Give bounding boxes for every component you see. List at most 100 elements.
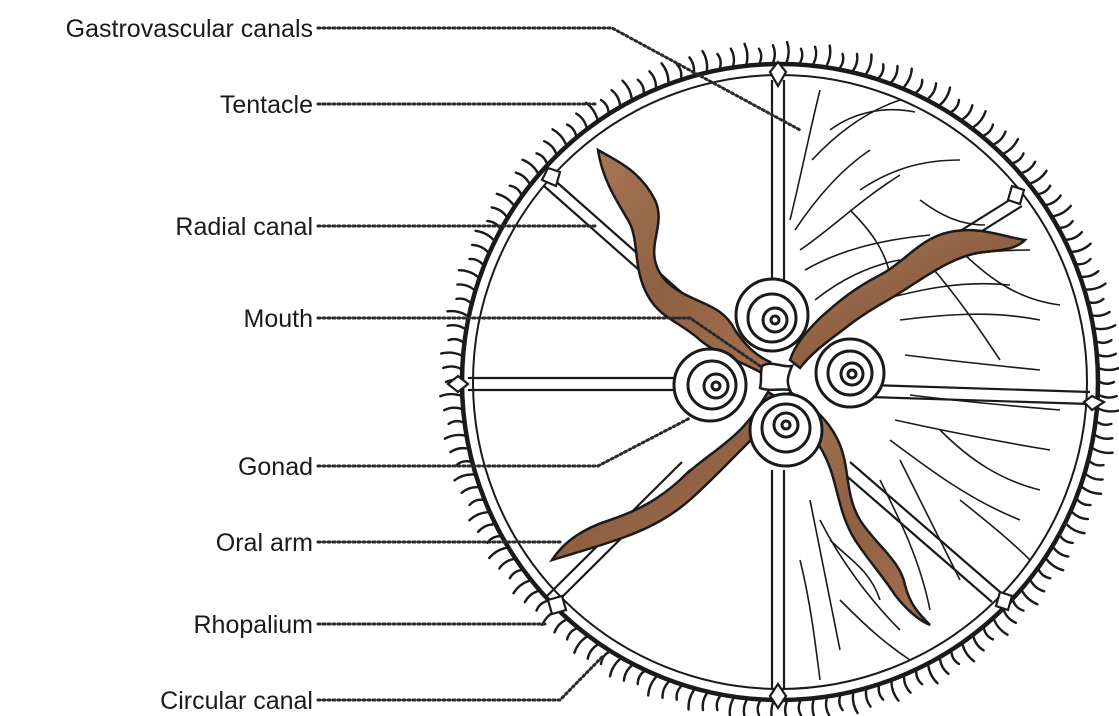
tentacle	[1072, 512, 1088, 519]
tentacle	[447, 311, 467, 315]
tentacle	[497, 194, 514, 205]
tentacle	[1099, 409, 1119, 412]
tentacle	[1060, 536, 1072, 543]
tentacle	[813, 47, 816, 64]
tentacle	[771, 702, 773, 716]
tentacle	[703, 694, 707, 711]
tentacle	[588, 645, 598, 659]
tentacle	[662, 63, 669, 82]
tentacle	[904, 69, 912, 87]
tentacle	[1039, 186, 1050, 194]
tentacle	[525, 591, 538, 602]
tentacle	[514, 581, 530, 593]
tentacle	[1022, 591, 1037, 604]
tentacle	[1013, 601, 1023, 611]
tentacle	[450, 448, 467, 452]
rhopalium-upper-right	[1008, 186, 1024, 204]
tentacle	[984, 125, 993, 136]
tentacle	[1098, 422, 1112, 425]
tentacle	[567, 629, 576, 640]
tentacle	[1090, 462, 1104, 466]
tentacle	[773, 45, 775, 62]
tentacle	[489, 548, 506, 558]
tentacle	[492, 207, 507, 216]
rhopalium-lower-left	[548, 596, 566, 614]
tentacle	[879, 64, 884, 77]
tentacle	[649, 71, 656, 87]
labels: Gastrovascular canals Tentacle Radial ca…	[66, 15, 313, 715]
tentacle	[940, 659, 949, 674]
tentacle	[499, 559, 513, 568]
tentacle	[478, 524, 493, 532]
tentacle	[1093, 449, 1113, 453]
tentacle	[1100, 395, 1117, 397]
tentacle	[1099, 354, 1116, 357]
tentacle	[916, 672, 922, 685]
tentacle	[677, 686, 682, 699]
label-circular-canal: Circular canal	[160, 687, 313, 715]
tentacle	[648, 677, 656, 695]
mouth-opening	[760, 364, 792, 390]
tentacle	[601, 100, 609, 112]
tentacle	[457, 284, 473, 289]
tentacle	[623, 81, 632, 99]
tentacle	[1096, 325, 1116, 329]
tentacle	[702, 51, 707, 71]
tentacle	[624, 666, 632, 681]
tentacle	[974, 111, 986, 127]
tentacle	[1013, 153, 1023, 163]
tentacle	[952, 100, 960, 112]
tentacle	[866, 690, 871, 706]
tentacle	[744, 700, 747, 716]
tentacle	[544, 141, 556, 153]
tentacle	[1067, 232, 1082, 240]
tentacle	[1054, 548, 1069, 557]
gonad-right	[816, 339, 884, 407]
tentacle	[510, 570, 521, 578]
tentacle	[567, 125, 576, 136]
tentacle	[523, 160, 538, 173]
label-gastrovascular-canals: Gastrovascular canals	[66, 15, 313, 43]
tentacle	[827, 46, 831, 66]
tentacle	[612, 90, 621, 105]
label-oral-arm: Oral arm	[216, 529, 313, 557]
tentacle	[455, 474, 474, 480]
tentacle	[1093, 312, 1110, 316]
tentacle	[1086, 475, 1102, 480]
tentacle	[1090, 299, 1104, 303]
tentacle	[928, 666, 937, 684]
tentacle	[879, 686, 884, 699]
tentacle	[576, 114, 586, 128]
label-gonad: Gonad	[238, 453, 313, 481]
tentacle	[839, 696, 842, 710]
tentacle	[555, 620, 566, 633]
tentacle	[1031, 581, 1044, 592]
tentacle	[974, 637, 984, 651]
tentacle	[787, 42, 789, 62]
tentacle	[441, 353, 461, 356]
gonad-top	[736, 279, 808, 351]
tentacle	[745, 44, 748, 64]
tentacle	[952, 652, 960, 664]
rhopalium-lower-right	[996, 592, 1012, 610]
tentacle	[1078, 500, 1091, 505]
tentacle	[785, 702, 787, 716]
tentacle	[963, 105, 973, 119]
tentacle	[449, 339, 463, 342]
tentacle	[444, 408, 461, 411]
tentacle	[928, 83, 936, 98]
tentacle	[1031, 171, 1047, 183]
tentacle	[963, 645, 974, 661]
tentacle	[994, 620, 1007, 635]
tentacle	[476, 231, 494, 240]
tentacle	[457, 299, 471, 303]
tentacle	[459, 270, 478, 277]
tentacle	[537, 153, 547, 163]
tentacle	[470, 500, 483, 505]
tentacle	[689, 690, 694, 709]
tentacle	[813, 700, 816, 716]
label-tentacle: Tentacle	[220, 91, 313, 119]
tentacle	[537, 601, 547, 611]
tentacle	[1004, 139, 1018, 153]
